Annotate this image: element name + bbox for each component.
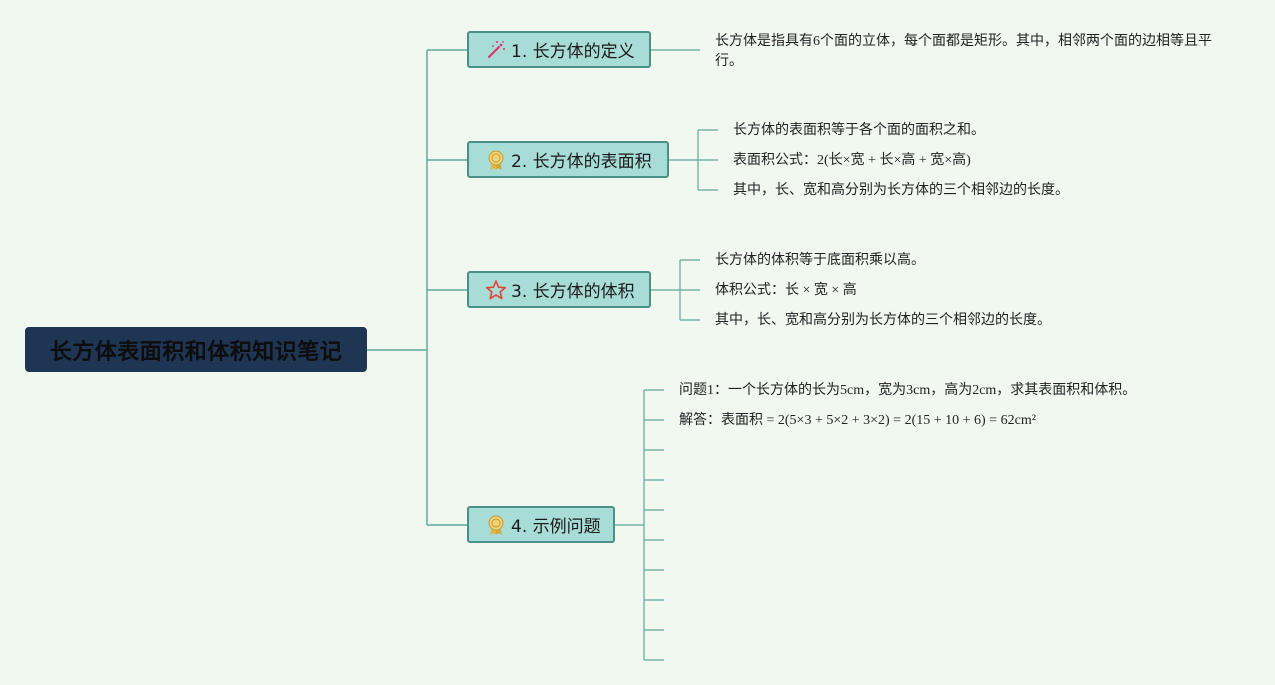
root-topic[interactable]: 长方体表面积和体积知识笔记 (25, 327, 367, 372)
leaf-example-1[interactable]: 问题1：一个长方体的长为5cm，宽为3cm，高为2cm，求其表面积和体积。 (679, 383, 1137, 398)
leaf-surface-area-3[interactable]: 其中，长、宽和高分别为长方体的三个相邻边的长度。 (733, 183, 1069, 198)
topic-label: 2. 长方体的表面积 (511, 152, 652, 172)
topic-label: 4. 示例问题 (511, 517, 601, 537)
topic-surface-area[interactable]: 2. 长方体的表面积 (467, 141, 669, 178)
leaf-example-2[interactable]: 解答：表面积 = 2(5×3 + 5×2 + 3×2) = 2(15 + 10 … (679, 413, 1036, 428)
topic-label: 3. 长方体的体积 (511, 282, 635, 302)
award-ribbon-icon (485, 149, 507, 171)
star-outline-icon (485, 279, 507, 301)
magic-wand-icon (485, 39, 507, 61)
root-title: 长方体表面积和体积知识笔记 (49, 339, 343, 365)
leaf-volume-1[interactable]: 长方体的体积等于底面积乘以高。 (715, 253, 925, 268)
leaf-definition-1[interactable]: 长方体是指具有6个面的立体，每个面都是矩形。其中，相邻两个面的边相等且平行。 (715, 34, 1212, 69)
topic-examples[interactable]: 4. 示例问题 (467, 506, 615, 543)
leaf-volume-2[interactable]: 体积公式：长 × 宽 × 高 (715, 283, 857, 298)
award-ribbon-icon (485, 514, 507, 536)
leaf-volume-3[interactable]: 其中，长、宽和高分别为长方体的三个相邻边的长度。 (715, 313, 1051, 328)
topic-definition[interactable]: 1. 长方体的定义 (467, 31, 651, 68)
leaf-surface-area-1[interactable]: 长方体的表面积等于各个面的面积之和。 (733, 123, 985, 138)
topic-label: 1. 长方体的定义 (511, 42, 635, 62)
leaf-surface-area-2[interactable]: 表面积公式：2(长×宽 + 长×高 + 宽×高) (733, 153, 971, 168)
topic-volume[interactable]: 3. 长方体的体积 (467, 271, 651, 308)
